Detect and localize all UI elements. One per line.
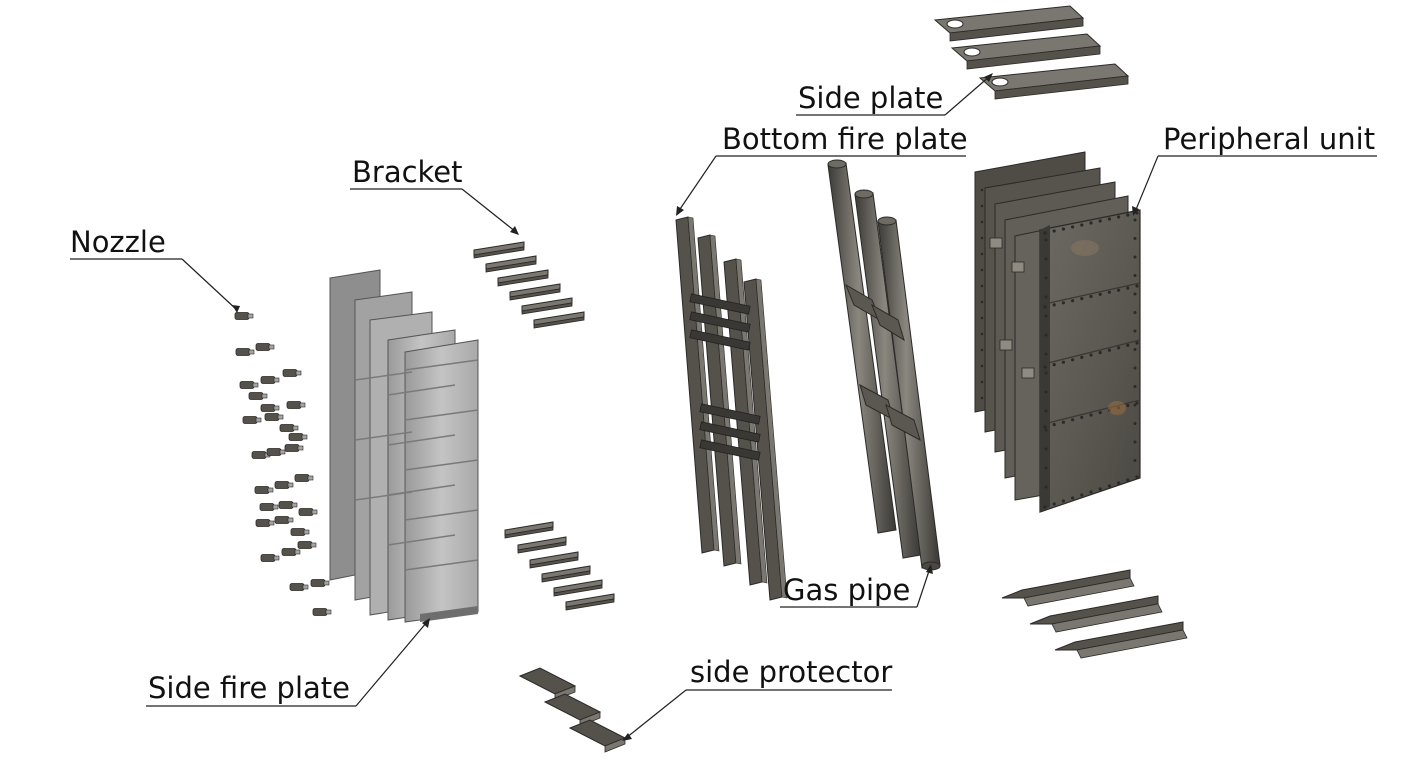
label-nozzle: Nozzle bbox=[70, 225, 240, 313]
nozzle-icon bbox=[260, 376, 280, 384]
nozzle-icon bbox=[255, 519, 275, 527]
nozzle-icon bbox=[288, 433, 308, 441]
side-plate-piece bbox=[978, 63, 1130, 100]
label-bottom-fire-plate: Bottom fire plate bbox=[676, 122, 968, 216]
nozzle-icon bbox=[282, 369, 302, 377]
nozzle-icon bbox=[298, 508, 318, 516]
bracket-piece bbox=[517, 536, 567, 554]
peripheral-unit-part bbox=[974, 151, 1141, 513]
label-gas-pipe: Gas pipe bbox=[780, 564, 933, 608]
nozzle-icon bbox=[254, 486, 274, 494]
nozzle-icon bbox=[281, 548, 301, 556]
bracket-top-group bbox=[473, 241, 585, 329]
bracket-piece bbox=[473, 241, 525, 259]
nozzle-icon bbox=[242, 416, 262, 424]
side-plate-piece bbox=[950, 33, 1102, 70]
side-fire-plate-part bbox=[329, 269, 479, 623]
bracket-label: Bracket bbox=[352, 155, 463, 189]
bracket-piece bbox=[509, 283, 561, 301]
nozzle-icon bbox=[234, 312, 254, 320]
nozzle-icon bbox=[266, 448, 286, 456]
label-bracket: Bracket bbox=[350, 155, 519, 235]
label-side-protector: side protector bbox=[622, 655, 892, 741]
gas-pipe-part bbox=[827, 159, 941, 571]
bracket-piece bbox=[504, 521, 554, 539]
nozzle-icon bbox=[286, 401, 306, 409]
bracket-piece bbox=[533, 311, 585, 329]
nozzle-icon bbox=[284, 444, 304, 452]
nozzle-icon bbox=[235, 348, 255, 356]
bracket-piece bbox=[529, 551, 579, 569]
side-plate-piece bbox=[933, 5, 1085, 42]
nozzle-icon bbox=[260, 404, 280, 412]
side-plate-label: Side plate bbox=[798, 81, 943, 115]
nozzle-icon bbox=[255, 343, 275, 351]
nozzle-icon bbox=[274, 516, 294, 524]
label-peripheral-unit: Peripheral unit bbox=[1132, 122, 1377, 216]
peripheral-unit-label: Peripheral unit bbox=[1163, 122, 1375, 156]
label-side-fire-plate: Side fire plate bbox=[146, 618, 430, 707]
side-fire-plate-label: Side fire plate bbox=[148, 671, 350, 705]
peripheral-rail-piece bbox=[1001, 569, 1135, 607]
bottom-fire-plate-rail bbox=[743, 278, 788, 601]
gas-pipe-label: Gas pipe bbox=[783, 573, 910, 607]
nozzle-icon bbox=[289, 583, 309, 591]
label-side-plate: Side plate bbox=[796, 73, 993, 116]
bracket-bottom-group bbox=[504, 521, 615, 611]
nozzle-icon bbox=[312, 608, 332, 616]
nozzle-icon bbox=[239, 381, 259, 389]
nozzle-icon bbox=[279, 424, 299, 432]
nozzle-icon bbox=[274, 481, 294, 489]
bracket-piece bbox=[521, 297, 573, 315]
nozzle-icon bbox=[294, 474, 314, 482]
nozzle-icon bbox=[310, 579, 330, 587]
bottom-fire-plate-label: Bottom fire plate bbox=[722, 122, 968, 156]
bracket-piece bbox=[497, 269, 549, 287]
peripheral-bottom-rails bbox=[1001, 569, 1188, 659]
nozzle-icon bbox=[278, 501, 298, 509]
nozzle-icon bbox=[259, 503, 279, 511]
nozzle-label: Nozzle bbox=[70, 225, 166, 259]
nozzle-icon bbox=[297, 541, 317, 549]
nozzle-icon bbox=[264, 413, 284, 421]
side-protector-group bbox=[518, 667, 627, 753]
bracket-piece bbox=[565, 593, 615, 611]
nozzle-icon bbox=[248, 392, 268, 400]
bracket-piece bbox=[553, 579, 603, 597]
side-protector-label: side protector bbox=[690, 655, 892, 689]
side-protector-piece bbox=[568, 719, 627, 753]
nozzle-group bbox=[234, 312, 332, 616]
bottom-fire-plate-part bbox=[675, 216, 788, 601]
bracket-piece bbox=[541, 565, 591, 583]
side-plate-group bbox=[933, 5, 1130, 100]
bracket-piece bbox=[485, 255, 537, 273]
nozzle-icon bbox=[260, 554, 280, 562]
nozzle-icon bbox=[290, 528, 310, 536]
peripheral-rail-piece bbox=[1029, 595, 1163, 633]
peripheral-rail-piece bbox=[1054, 621, 1188, 659]
